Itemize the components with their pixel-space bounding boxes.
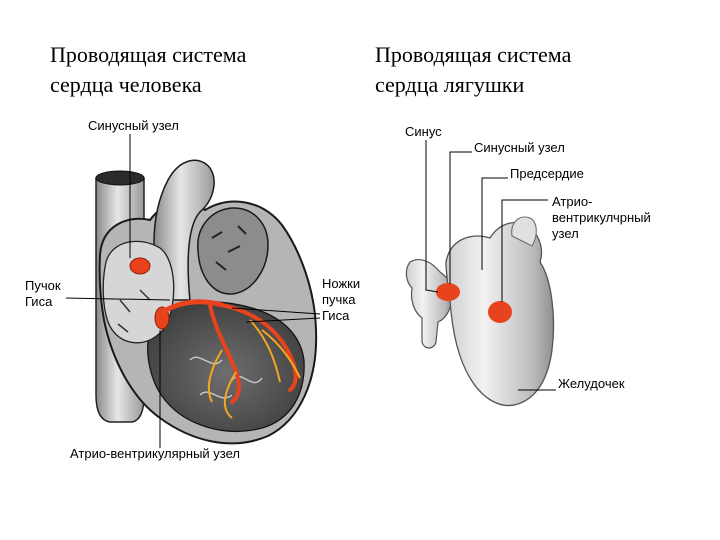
human-leader-lines [65,134,321,448]
label-human-av-node: Атрио-вентрикулярный узел [70,446,241,461]
title-human-line2: сердца человека [50,72,202,97]
title-human-heart: Проводящая система сердца человека [50,40,246,100]
title-frog-heart: Проводящая система сердца лягушки [375,40,571,100]
right-branch-fibers [207,349,237,419]
human-heart-drawing [65,134,321,448]
label-frog-av-node-line3: узел [552,226,579,241]
right-bundle-branch [208,303,241,404]
label-human-sinus-node: Синусный узел [88,118,179,133]
pulmonary-trunk [197,207,269,295]
label-frog-av-node-line1: Атрио- [552,194,593,209]
atrium-trabeculae [117,289,151,333]
human-av-node [154,306,170,330]
left-branch-fibers [249,319,301,383]
label-frog-atrium: Предсердие [510,166,584,181]
frog-sinus-node [436,283,460,301]
frog-truncus [511,216,537,247]
human-conduction-system [129,257,301,419]
label-bundle-legs: Ножки пучка Гиса [322,276,360,324]
human-sinus-node [129,257,151,275]
label-frog-ventricle: Желудочек [558,376,625,391]
label-frog-sinus-node: Синусный узел [474,140,565,155]
trabeculae [189,356,263,399]
ventricle-muscle [147,301,305,432]
valve-marks [211,225,247,271]
frog-av-node [488,301,512,323]
label-frog-av-node-line2: вентрикулчрный [552,210,651,225]
title-human-line1: Проводящая система [50,42,247,67]
vena-cava-opening [95,170,145,186]
label-his-bundle-line1: Пучок [25,278,61,293]
title-frog-line2: сердца лягушки [375,72,525,97]
label-bundle-legs-line1: Ножки [322,276,361,291]
label-frog-av-node: Атрио- вентрикулчрный узел [552,194,651,242]
frog-leader-lines [425,140,556,391]
frog-heart-drawing [405,140,556,407]
label-bundle-legs-line2: пучка [322,292,356,307]
title-frog-line1: Проводящая система [375,42,572,67]
frog-sinus-venosus [405,259,454,349]
label-frog-sinus: Синус [405,124,442,139]
left-bundle-branch [220,303,298,392]
label-his-bundle: Пучок Гиса [25,278,61,310]
label-his-bundle-line2: Гиса [25,294,53,309]
label-bundle-legs-line3: Гиса [322,308,350,323]
his-bundle [163,299,225,313]
